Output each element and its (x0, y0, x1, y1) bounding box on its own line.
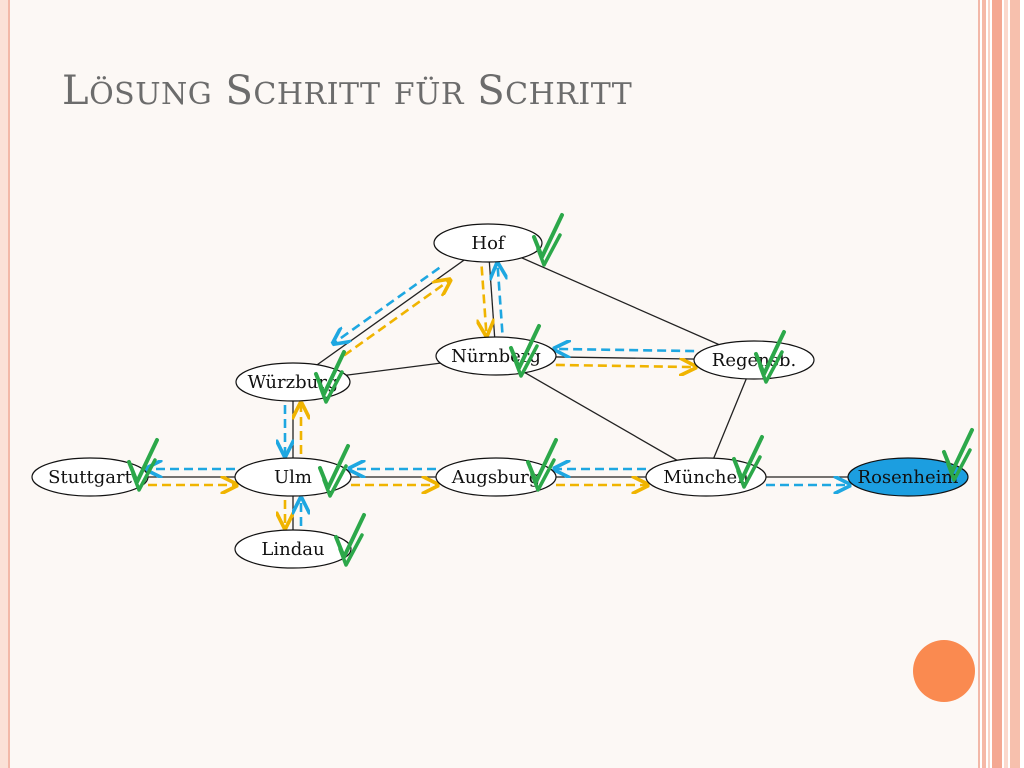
search-arrow-wuerzburg-hof (343, 281, 449, 357)
check-icon-lindau-stroke2 (338, 533, 364, 567)
node-label: Ulm (274, 467, 312, 488)
decorative-orange-dot (913, 640, 975, 702)
search-arrow-nuernberg-hof (498, 265, 503, 333)
node-label: Stuttgart (48, 467, 132, 488)
slide-frame (8, 0, 980, 768)
edge-hof-wuerzburg (292, 242, 489, 383)
node-label: Hof (471, 233, 506, 254)
edge-regensb-muenchen (705, 359, 755, 478)
check-icon-stuttgart-stroke2 (131, 458, 157, 492)
visited-checkmarks (127, 213, 974, 567)
node-hof: Hof (433, 223, 543, 263)
node-lindau: Lindau (234, 529, 352, 569)
node-label: Rosenheim (858, 467, 959, 488)
node-augsburg: Augsburg (435, 457, 557, 497)
node-label: Augsburg (451, 467, 541, 488)
search-arrow-hof-nuernberg (482, 266, 487, 334)
node-label: Lindau (261, 539, 324, 560)
check-icon-wuerzburg-stroke2 (318, 370, 344, 404)
right-decorative-stripes (980, 0, 1024, 768)
left-border-strip (0, 0, 8, 768)
slide-title: LÖSUNG SCHRITT FÜR SCHRITT (62, 68, 633, 114)
check-icon-rosenheim-stroke2 (946, 448, 972, 482)
node-stuttgart: Stuttgart (31, 457, 149, 497)
node-wuerzburg: Würzburg (235, 362, 351, 402)
check-icon-augsburg-stroke2 (530, 458, 556, 492)
search-arrow-regensb-nuernberg (556, 349, 695, 351)
node-label: Regensb. (712, 350, 796, 371)
check-icon-muenchen-stroke2 (736, 455, 762, 489)
node-ulm: Ulm (234, 457, 352, 497)
search-arrow-hof-wuerzburg (335, 266, 441, 343)
node-regensb: Regensb. (693, 340, 815, 380)
search-arrows (148, 265, 848, 526)
edge-nuernberg-muenchen (495, 355, 707, 478)
edge-hof-regensb (487, 242, 755, 361)
check-icon-hof-stroke2 (536, 233, 562, 267)
check-icon-ulm-stroke2 (322, 464, 348, 498)
check-icon-nuernberg-stroke2 (513, 344, 539, 378)
check-icon-regensb-stroke2 (758, 350, 784, 384)
search-arrow-nuernberg-regensb (555, 365, 694, 367)
node-nuernberg: Nürnberg (435, 336, 557, 376)
node-label: München (663, 467, 749, 488)
node-rosenheim: Rosenheim (847, 457, 969, 497)
